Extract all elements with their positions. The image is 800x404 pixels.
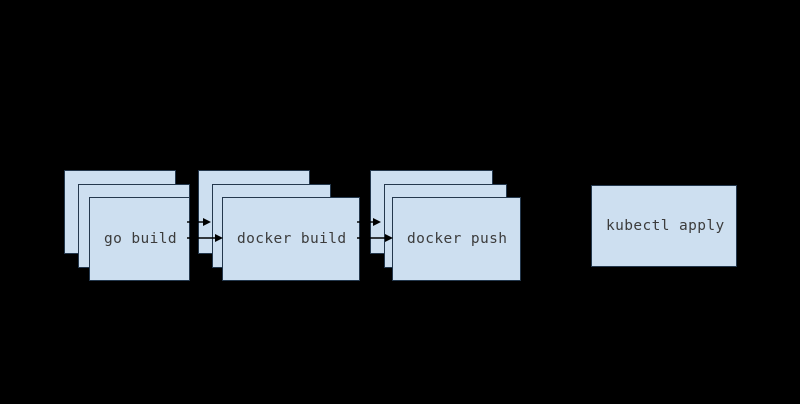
arrow-head-lower-1 bbox=[215, 234, 223, 242]
stage-docker-push-label: docker push bbox=[407, 231, 508, 247]
stage-kubectl-apply-label: kubectl apply bbox=[606, 218, 725, 234]
arrow-head-upper-2 bbox=[373, 218, 381, 226]
stage-go-build-label: go build bbox=[104, 231, 178, 247]
stage-docker-build-card-front[interactable]: docker build bbox=[222, 197, 360, 281]
stage-docker-push-card-front[interactable]: docker push bbox=[392, 197, 521, 281]
stage-docker-build-label: docker build bbox=[237, 231, 347, 247]
arrow-head-upper-1 bbox=[203, 218, 211, 226]
arrow-head-lower-2 bbox=[385, 234, 393, 242]
stage-kubectl-apply-card[interactable]: kubectl apply bbox=[591, 185, 737, 267]
stage-go-build-card-front[interactable]: go build bbox=[89, 197, 190, 281]
